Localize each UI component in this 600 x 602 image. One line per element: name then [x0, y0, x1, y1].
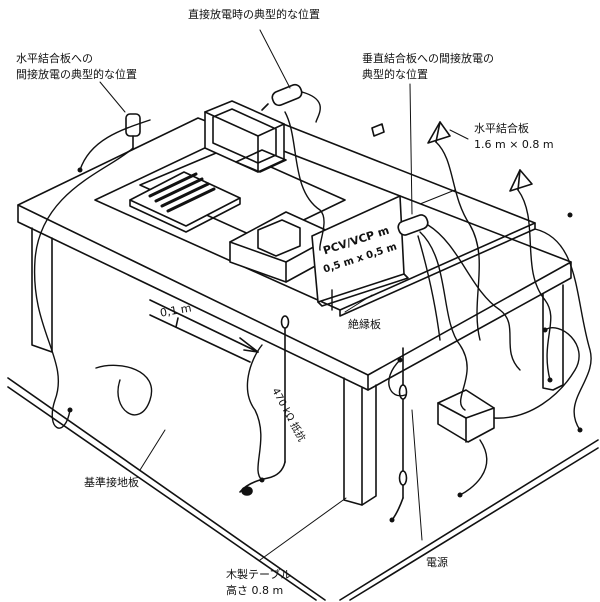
label-hcp-size: 1.6 m × 0.8 m: [474, 138, 554, 151]
label-vcp-indirect-1: 垂直結合板への間接放電の: [362, 52, 494, 65]
table-leg-left: [31, 227, 53, 353]
cable-ends: [67, 167, 583, 523]
vertical-coupling-plane: [311, 195, 409, 307]
label-vcp-indirect-2: 典型的な位置: [362, 68, 428, 81]
ground-cables: [33, 91, 592, 496]
ground-reference-plane: [7, 377, 599, 601]
keyboard: [129, 171, 241, 233]
label-direct-discharge: 直接放電時の典型的な位置: [188, 8, 320, 21]
power-supply: [437, 389, 495, 443]
connector-pyramids: [371, 121, 533, 192]
label-ground-plane: 基準接地板: [84, 476, 139, 489]
wooden-table: [17, 117, 572, 506]
esd-gun-hcp: [125, 113, 141, 149]
label-power: 電源: [426, 556, 448, 569]
table-leg-front: [343, 377, 377, 506]
distance-dimension: [149, 299, 259, 363]
label-hcp-indirect-1: 水平結合板への: [16, 52, 93, 65]
table-leg-right: [542, 284, 564, 391]
monitor: [204, 100, 287, 173]
esd-gun-vcp: [397, 214, 429, 236]
label-leaders: [99, 29, 469, 561]
label-hcp: 水平結合板: [474, 122, 529, 135]
label-hcp-indirect-2: 間接放電の典型的な位置: [16, 68, 137, 81]
resistor-cable-hcp: [239, 315, 290, 496]
resistor-cable-vcp: [391, 347, 408, 521]
label-table: 木製テーブル: [226, 568, 292, 581]
label-insulation: 絶縁板: [348, 318, 381, 331]
insulation-sheet: [139, 147, 346, 241]
esd-gun-direct: [261, 83, 303, 111]
label-table-height: 高さ 0.8 m: [226, 584, 284, 597]
